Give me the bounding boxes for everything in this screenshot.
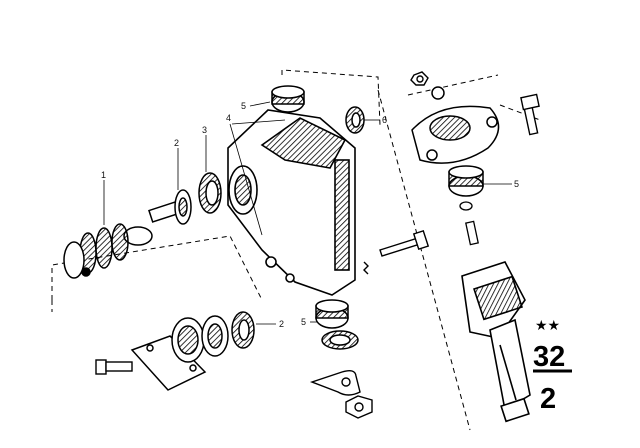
seal-6 [345, 106, 365, 134]
seal-ring [198, 172, 222, 214]
badge-sub-group: 2 [540, 383, 556, 415]
bearing-lower-left [201, 315, 229, 357]
callout-2-lower: 2 [279, 319, 284, 329]
cover-nut [410, 71, 429, 86]
end-cover-plate [130, 335, 207, 391]
thrust-bearing-lower [231, 311, 255, 349]
callout-4: 4 [226, 113, 231, 123]
leader-lines [103, 101, 512, 325]
badge-main-group: 32 [533, 341, 565, 373]
top-cover [411, 86, 500, 164]
steering-gear-housing [227, 109, 356, 296]
callout-3: 3 [202, 125, 207, 135]
callout-5-right: 5 [514, 179, 519, 189]
callout-5-top: 5 [241, 101, 246, 111]
callout-1: 1 [101, 170, 106, 180]
long-bolt [363, 229, 430, 275]
needle-bearing-lower [315, 299, 349, 329]
callout-5-lower: 5 [301, 317, 306, 327]
callout-6: 6 [382, 115, 387, 125]
cover-bolt [520, 93, 540, 136]
dashed-guide-lines [51, 69, 541, 431]
lock-plate [309, 369, 361, 396]
washer-lower [321, 330, 359, 350]
sector-shaft [461, 261, 531, 423]
needle-bearing-right [448, 165, 484, 197]
worm-shaft [63, 198, 187, 279]
needle-bearing-top [271, 85, 305, 113]
circlip-and-spring [459, 201, 479, 246]
thrust-bearing-upper [174, 189, 192, 225]
pitman-nut [345, 395, 373, 419]
callout-2-upper: 2 [174, 138, 179, 148]
badge-stars: ★★ [535, 318, 560, 334]
gasket-ring-lower [171, 317, 205, 363]
end-cover-bolt [95, 359, 133, 375]
